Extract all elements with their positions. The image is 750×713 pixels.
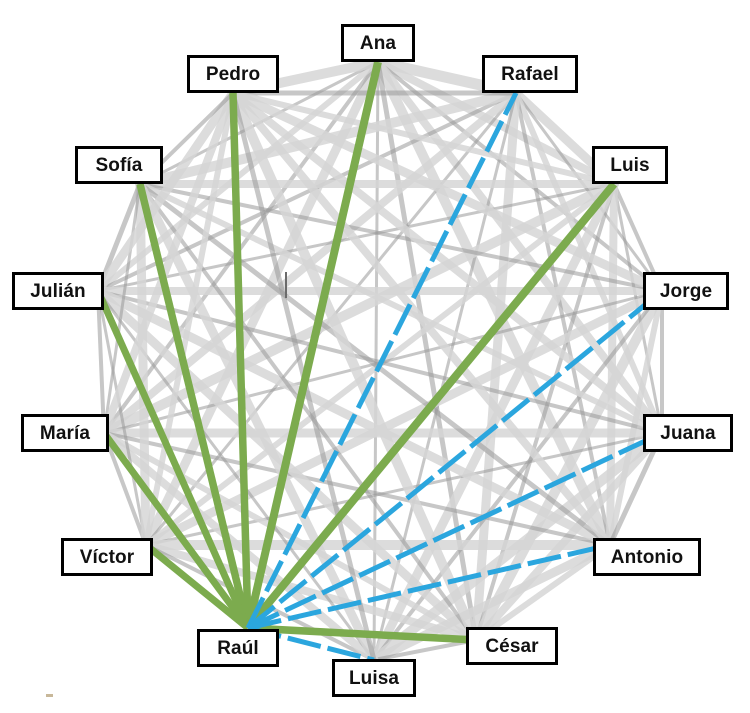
highlight-edge (94, 289, 252, 630)
highlight-edge (229, 92, 252, 629)
background-edge (137, 181, 665, 436)
tick-upper-center (285, 272, 287, 298)
node-julian[interactable]: Julián (12, 272, 104, 310)
background-edge (471, 286, 667, 645)
highlight-edge (245, 91, 519, 630)
background-edge (514, 91, 612, 547)
background-edge (372, 638, 478, 662)
node-label: César (485, 635, 539, 657)
node-label: Luis (610, 154, 650, 176)
node-victor[interactable]: Víctor (61, 538, 153, 576)
node-antonio[interactable]: Antonio (593, 538, 701, 576)
background-edge (93, 88, 238, 296)
node-luis[interactable]: Luis (592, 146, 668, 184)
highlight-edge (244, 181, 618, 631)
highlight-edge (247, 542, 611, 631)
background-edge (143, 90, 236, 548)
node-maria[interactable]: María (21, 414, 109, 452)
highlight-edge (246, 430, 664, 631)
node-cesar[interactable]: César (466, 627, 558, 665)
node-jorge[interactable]: Jorge (643, 272, 729, 310)
background-edge (102, 431, 612, 547)
background-edge (374, 58, 618, 188)
node-raul[interactable]: Raúl (197, 629, 279, 667)
background-edge (230, 90, 617, 187)
node-label: Antonio (610, 546, 684, 568)
node-label: Pedro (205, 63, 261, 85)
node-label: Julián (30, 280, 86, 302)
background-edge (228, 88, 667, 296)
node-pedro[interactable]: Pedro (187, 55, 279, 93)
node-label: Juana (660, 422, 716, 444)
background-edge (102, 431, 148, 547)
node-label: María (39, 422, 91, 444)
highlight-edge (247, 624, 477, 644)
node-label: Luisa (348, 667, 400, 689)
speck-lower-left (46, 694, 53, 697)
highlight-edge-layer (94, 61, 664, 663)
highlight-edge (101, 430, 251, 631)
highlight-edge (136, 183, 252, 629)
background-edge (137, 181, 613, 548)
highlight-edge (143, 542, 251, 631)
background-edge (100, 89, 237, 437)
node-rafael[interactable]: Rafael (482, 55, 578, 93)
highlight-edge (246, 289, 664, 630)
background-edge (229, 89, 614, 549)
background-edge (96, 289, 106, 435)
highlight-edge (244, 61, 382, 629)
background-edge (102, 182, 142, 435)
background-edge (229, 89, 666, 437)
background-edge (101, 430, 479, 643)
node-label: Jorge (659, 280, 713, 302)
background-edge (138, 182, 478, 642)
node-ana[interactable]: Ana (341, 24, 415, 62)
node-label: Raúl (217, 637, 259, 659)
node-label: Víctor (79, 546, 135, 568)
node-label: Ana (359, 32, 397, 54)
node-label: Sofía (95, 154, 143, 176)
background-edge (228, 88, 481, 645)
background-edge (135, 179, 379, 665)
background-edge (138, 182, 664, 293)
node-label: Rafael (501, 63, 559, 85)
node-luisa[interactable]: Luisa (332, 659, 416, 697)
background-edge (369, 540, 615, 665)
background-edge (96, 289, 148, 547)
node-sofia[interactable]: Sofía (75, 146, 163, 184)
node-juana[interactable]: Juana (643, 414, 733, 452)
